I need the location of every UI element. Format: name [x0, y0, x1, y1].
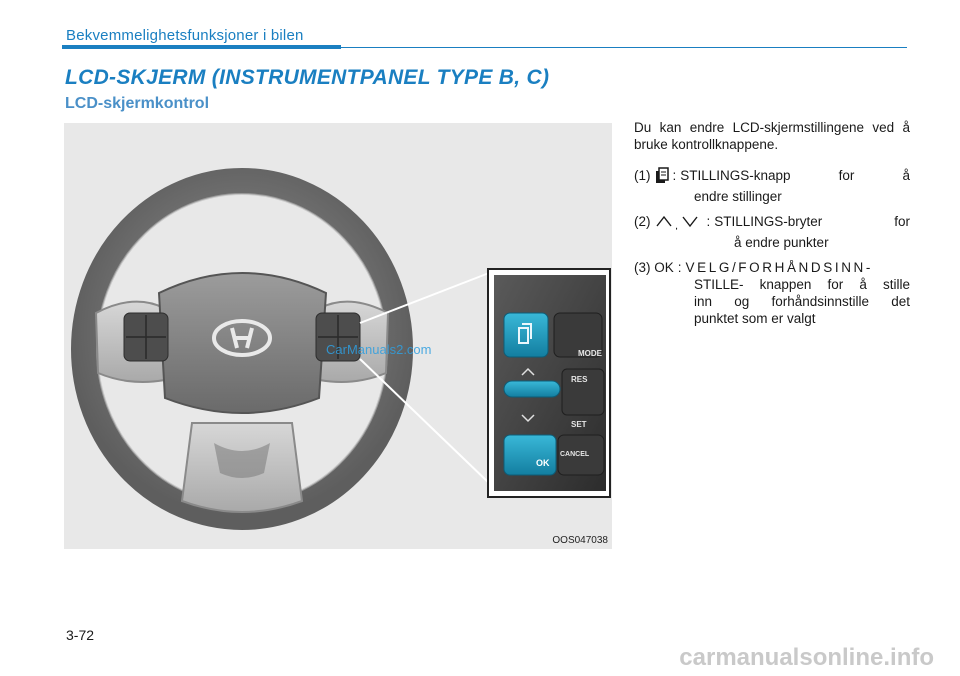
item-text-line: å endre punkter [734, 235, 829, 250]
list-item: (2) , : STILLINGS-bryter for å endre pun… [634, 213, 910, 251]
updown-switch-highlight [503, 380, 561, 398]
intro-paragraph: Du kan endre LCD-skjermstillingene ved å… [634, 120, 910, 152]
site-watermark: carmanualsonline.info [679, 644, 934, 671]
list-item: (1) : STILLINGS-knapp for å endre stilli… [634, 167, 910, 205]
res-label: RES [571, 375, 588, 384]
item-number: (3) OK [634, 260, 674, 275]
header-section-label: Bekvemmelighetsfunksjoner i bilen [66, 27, 304, 44]
item-number: (1) [634, 168, 651, 183]
mode-icon [655, 167, 669, 188]
item-text-line: punktet som er valgt [694, 311, 816, 326]
item-text-line: VELG/FORHÅNDSINN- [685, 260, 873, 275]
item-text-line: STILLINGS-knapp for å [680, 168, 910, 183]
body-text: Du kan endre LCD-skjermstillingene ved å… [634, 119, 910, 335]
item-text-line: endre stillinger [694, 189, 782, 204]
cancel-label: CANCEL [560, 451, 590, 458]
page-number: 3-72 [66, 627, 95, 643]
steering-wheel-figure: MODE RES SET OK CANCEL CarManuals2.com O… [64, 123, 612, 549]
up-down-icon: , [655, 213, 703, 234]
header-rule-thick [62, 45, 341, 49]
svg-text:,: , [675, 220, 678, 230]
item-separator: : [677, 260, 682, 275]
mode-label: MODE [578, 349, 602, 358]
item-separator: : [706, 214, 711, 229]
item-number: (2) [634, 214, 651, 229]
page-title: LCD-SKJERM (INSTRUMENTPANEL TYPE B, C) [65, 66, 550, 89]
item-text-line: STILLINGS-bryter for [714, 214, 910, 229]
header-rule-thin [341, 47, 907, 48]
ok-label: OK [536, 458, 550, 468]
figure-code: OOS047038 [552, 535, 608, 546]
list-item: (3) OK : VELG/FORHÅNDSINN- STILLE- knapp… [634, 259, 910, 327]
subtitle: LCD-skjermkontrol [65, 95, 210, 112]
item-text-line: inn og forhåndsinnstille det [694, 294, 910, 309]
steering-wheel-illustration [71, 168, 611, 530]
ok-button-highlight [503, 434, 557, 476]
mode-button-highlight [503, 312, 549, 358]
figure-watermark: CarManuals2.com [326, 342, 432, 357]
item-separator: : [672, 168, 677, 183]
set-label: SET [571, 420, 587, 429]
item-text-line: STILLE- knappen for å stille [694, 277, 910, 292]
